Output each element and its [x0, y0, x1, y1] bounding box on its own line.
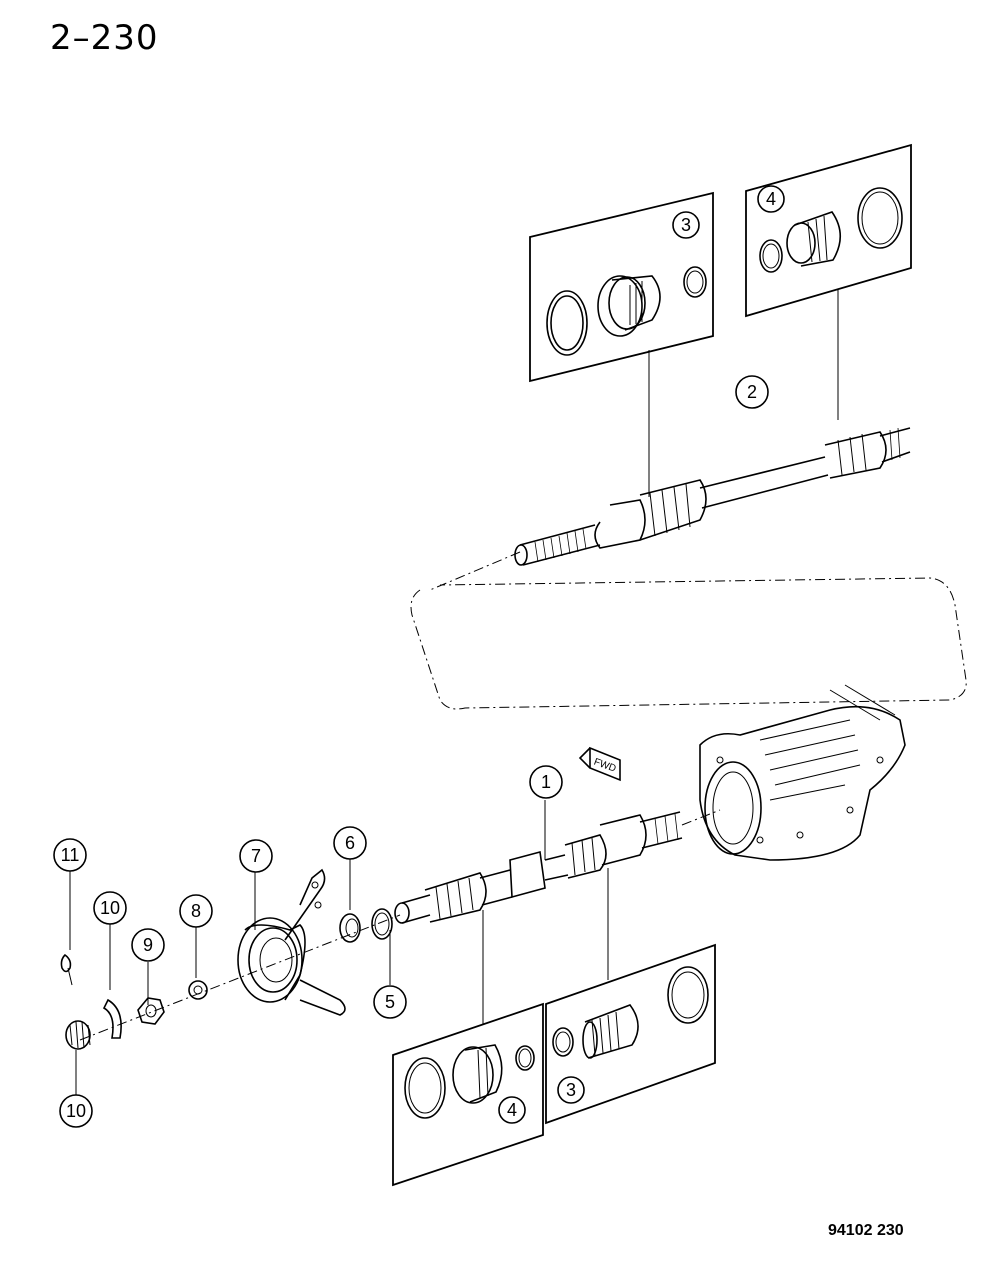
diagram-code: 94102 230	[828, 1222, 904, 1239]
callout-10-upper: 10	[93, 891, 127, 925]
callout-2-label: 2	[747, 382, 757, 402]
washer-8	[188, 980, 208, 1000]
callout-6-label: 6	[345, 833, 355, 853]
callout-10-lower: 10	[59, 1094, 93, 1128]
callout-7: 7	[239, 839, 273, 873]
nut-lock-lower-10	[65, 1020, 91, 1050]
callout-10-lower-label: 10	[66, 1101, 86, 1121]
callout-4-top-label: 4	[766, 189, 776, 209]
callout-3-top: 3	[672, 211, 700, 239]
callout-1: 1	[529, 765, 563, 799]
callout-4-top: 4	[757, 185, 785, 213]
fwd-label: FWD	[592, 757, 617, 775]
knuckle-hub	[237, 868, 346, 1016]
boot-kit-panel-lower-left	[392, 1002, 544, 1187]
callout-4-bottom: 4	[498, 1096, 526, 1124]
callout-8: 8	[179, 894, 213, 928]
callout-9: 9	[131, 928, 165, 962]
lower-drive-shaft	[394, 809, 721, 924]
boot-kit-panel-lower-right	[545, 943, 716, 1125]
seal-6	[339, 913, 361, 943]
transaxle-housing	[699, 684, 906, 861]
callout-8-label: 8	[191, 901, 201, 921]
hub-nut-9	[137, 997, 165, 1025]
page-number: 2–230	[50, 18, 159, 58]
callout-3-bottom-label: 3	[566, 1080, 576, 1100]
nut-lock-10	[102, 998, 122, 1039]
callout-5-label: 5	[385, 992, 395, 1012]
callout-7-label: 7	[251, 846, 261, 866]
callout-2: 2	[735, 375, 769, 409]
callout-11: 11	[53, 838, 87, 872]
callout-4-bottom-label: 4	[507, 1100, 517, 1120]
callout-9-label: 9	[143, 935, 153, 955]
callout-1-label: 1	[541, 772, 551, 792]
callout-6: 6	[333, 826, 367, 860]
fwd-arrow: FWD	[578, 746, 621, 782]
callout-3-top-label: 3	[681, 215, 691, 235]
boot-kit-panel-upper-right	[745, 143, 912, 318]
callout-5: 5	[373, 985, 407, 1019]
upper-drive-shaft	[514, 427, 911, 566]
cotter-pin-11	[60, 953, 73, 986]
boot-kit-panel-upper-left	[529, 191, 714, 383]
callout-10-upper-label: 10	[100, 898, 120, 918]
callout-11-label: 11	[61, 845, 80, 865]
washer-5	[371, 908, 393, 940]
callout-3-bottom: 3	[557, 1076, 585, 1104]
